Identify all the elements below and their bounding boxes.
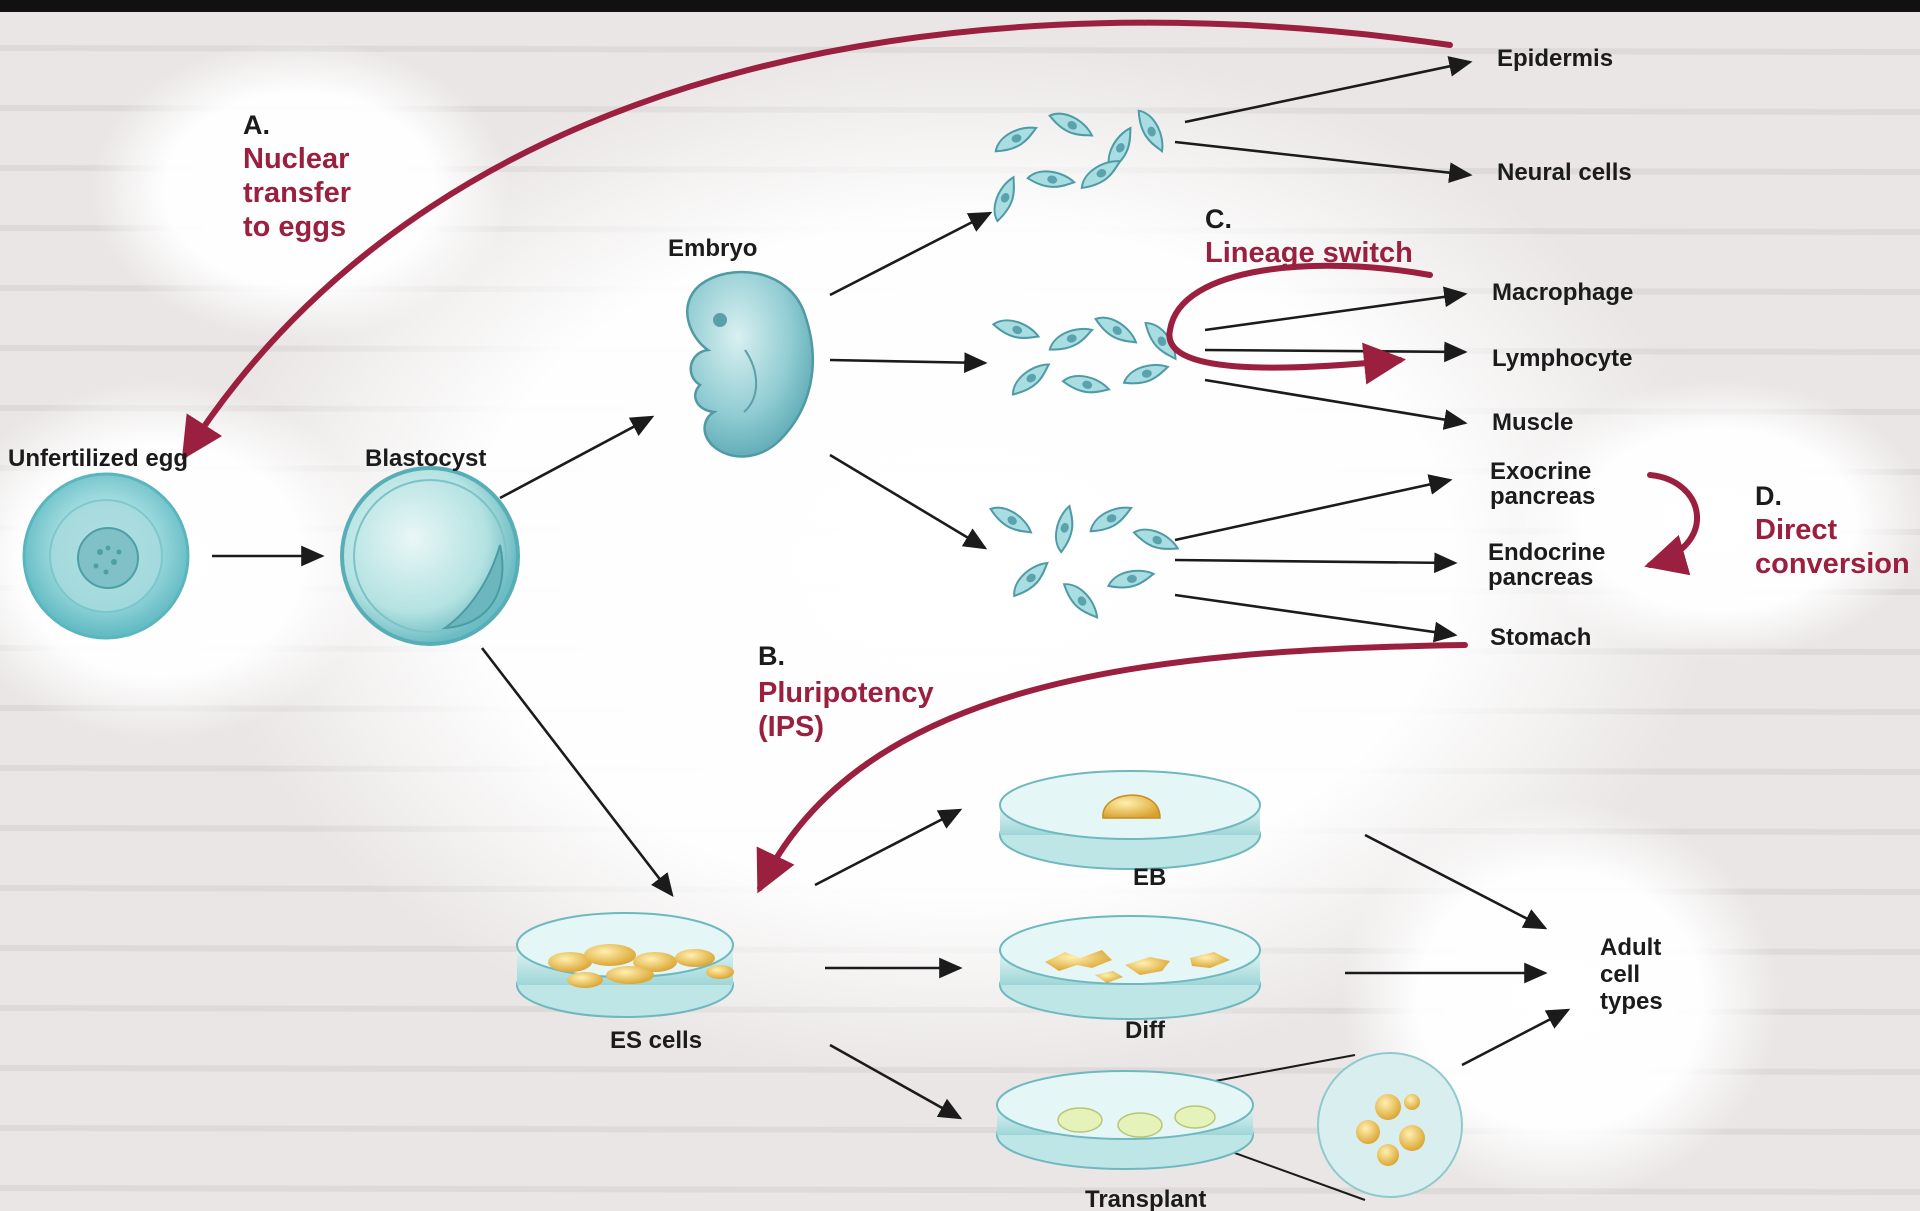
label-exocrine-pancreas: Exocrine pancreas (1490, 458, 1598, 510)
label-diff: Diff (1125, 1017, 1166, 1044)
label-unfertilized-egg: Unfertilized egg (8, 445, 188, 472)
transplant-magnified-bubble (1318, 1053, 1462, 1197)
es-cells-dish (517, 913, 734, 1017)
label-d-letter: D. (1755, 481, 1782, 511)
outcome-labels: Epidermis Neural cells Macrophage Lympho… (1488, 45, 1633, 651)
label-epidermis: Epidermis (1497, 45, 1613, 72)
label-lymphocyte: Lymphocyte (1492, 345, 1632, 372)
label-b-letter: B. (758, 641, 785, 671)
blastocyst-illustration (342, 468, 518, 644)
label-a-text: Nuclear transfer to eggs (243, 143, 359, 243)
label-a-letter: A. (243, 110, 270, 140)
label-blastocyst: Blastocyst (365, 445, 486, 472)
unfertilized-egg-illustration (24, 474, 188, 638)
label-transplant: Transplant (1085, 1186, 1206, 1211)
eb-dish (1000, 771, 1260, 869)
label-c-letter: C. (1205, 204, 1232, 234)
transplant-dish (997, 1071, 1253, 1169)
label-neural-cells: Neural cells (1497, 159, 1632, 186)
diff-dish (1000, 916, 1260, 1019)
label-stomach: Stomach (1490, 624, 1591, 651)
top-border (0, 0, 1920, 12)
label-c-text: Lineage switch (1205, 237, 1413, 269)
label-macrophage: Macrophage (1492, 279, 1633, 306)
label-es-cells: ES cells (610, 1027, 702, 1054)
label-embryo: Embryo (668, 235, 757, 262)
label-muscle: Muscle (1492, 409, 1573, 436)
label-eb: EB (1133, 864, 1166, 891)
